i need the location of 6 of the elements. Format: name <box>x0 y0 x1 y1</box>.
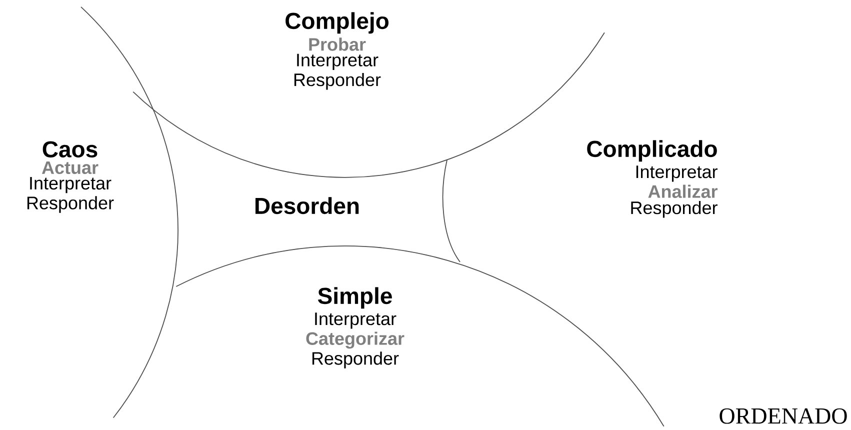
quadrant-label: Desorden <box>256 197 359 214</box>
domain-label: ORDENADO <box>720 408 847 424</box>
quadrant-label: Complicado Interpretar Analizar Responder <box>587 140 718 218</box>
quadrant-label: Complejo Probar Interpretar Responder <box>286 12 388 90</box>
quadrant-label: Simple Interpretar Categorizar Responder <box>306 287 404 368</box>
quadrant-label: Caos Actuar Interpretar Responder <box>27 141 114 213</box>
